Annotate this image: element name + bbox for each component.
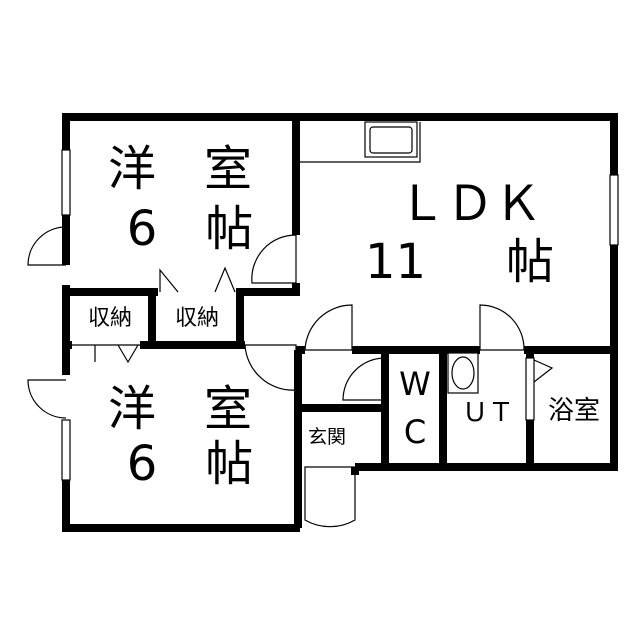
bedroom1-name: 洋 室 (107, 141, 252, 197)
walls (62, 113, 618, 532)
bath-label: 浴室 (547, 396, 600, 426)
bedroom2-name: 洋 室 (107, 381, 252, 437)
wc-label-top: W (399, 365, 431, 403)
bedroom1-size: 6 帖 (126, 201, 254, 257)
closet1-label: 収納 (87, 306, 132, 331)
ldk-name: ＬＤＫ (397, 176, 542, 232)
ldk-size-unit: 帖 (505, 234, 554, 290)
bedroom2-size: 6 帖 (126, 436, 254, 492)
closet2-label: 収納 (174, 306, 219, 331)
doors-windows (27, 121, 619, 528)
entrance-label: 玄関 (307, 426, 346, 448)
utility-label: ＵＴ (461, 398, 514, 428)
ldk-size-number: 11 (365, 234, 427, 290)
wc-label-bottom: C (403, 413, 427, 451)
